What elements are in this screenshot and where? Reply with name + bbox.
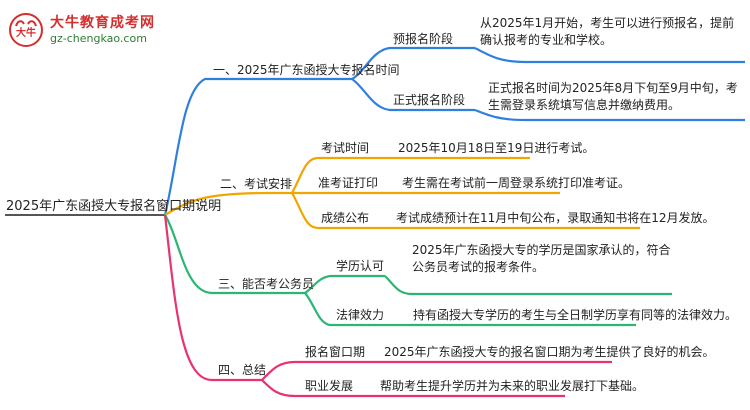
root-node[interactable]: 2025年广东函授大专报名窗口期说明 bbox=[6, 199, 222, 214]
branch-2-lines bbox=[164, 156, 640, 230]
site-logo: 大牛 大牛教育成考网 gz-chengkao.com bbox=[8, 10, 158, 54]
branch-4-lines bbox=[163, 214, 612, 398]
detail-admission-ticket: 考生需在考试前一周登录系统打印准考证。 bbox=[402, 176, 631, 190]
node-exam-time[interactable]: 考试时间 bbox=[321, 141, 370, 155]
detail-registration-window: 2025年广东函授大专的报名窗口期为考生提供了良好的机会。 bbox=[384, 345, 715, 359]
node-formal-registration[interactable]: 正式报名阶段 bbox=[393, 93, 466, 107]
detail-pre-registration: 从2025年1月开始，考生可以进行预报名，提前确认报考的专业和学校。 bbox=[480, 16, 735, 47]
detail-legal-effect: 持有函授大专学历的考生与全日制学历享有同等的法律效力。 bbox=[413, 308, 738, 322]
node-degree-recognition[interactable]: 学历认可 bbox=[336, 259, 385, 273]
node-registration-window[interactable]: 报名窗口期 bbox=[305, 345, 366, 359]
bull-logo-icon: 大牛 bbox=[9, 13, 43, 47]
node-legal-effect[interactable]: 法律效力 bbox=[336, 308, 385, 322]
node-score-release[interactable]: 成绩公布 bbox=[321, 211, 370, 225]
branch-1-node[interactable]: 一、2025年广东函授大专报名时间 bbox=[213, 63, 400, 77]
branch-4-node[interactable]: 四、总结 bbox=[218, 363, 267, 377]
detail-exam-time: 2025年10月18日至19日进行考试。 bbox=[398, 141, 595, 155]
branch-3-lines bbox=[164, 214, 672, 327]
branch-3-node[interactable]: 三、能否考公务员 bbox=[218, 277, 315, 291]
logo-title: 大牛教育成考网 bbox=[50, 15, 155, 31]
detail-degree-recognition: 2025年广东函授大专的学历是国家承认的，符合公务员考试的报考条件。 bbox=[412, 243, 671, 274]
node-career-development[interactable]: 职业发展 bbox=[305, 379, 354, 393]
logo-url: gz-chengkao.com bbox=[50, 32, 147, 45]
node-admission-ticket[interactable]: 准考证打印 bbox=[318, 176, 379, 190]
detail-formal-registration: 正式报名时间为2025年8月下旬至9月中旬，考生需登录系统填写信息并缴纳费用。 bbox=[488, 81, 738, 112]
detail-career-development: 帮助考生提升学历并为未来的职业发展打下基础。 bbox=[380, 379, 645, 393]
detail-score-release: 考试成绩预计在11月中旬公布，录取通知书将在12月发放。 bbox=[396, 211, 715, 225]
branch-2-node[interactable]: 二、考试安排 bbox=[220, 177, 293, 191]
node-pre-registration[interactable]: 预报名阶段 bbox=[393, 32, 454, 46]
branch-1-lines bbox=[163, 46, 745, 216]
logo-mark: 大牛 bbox=[16, 26, 36, 39]
